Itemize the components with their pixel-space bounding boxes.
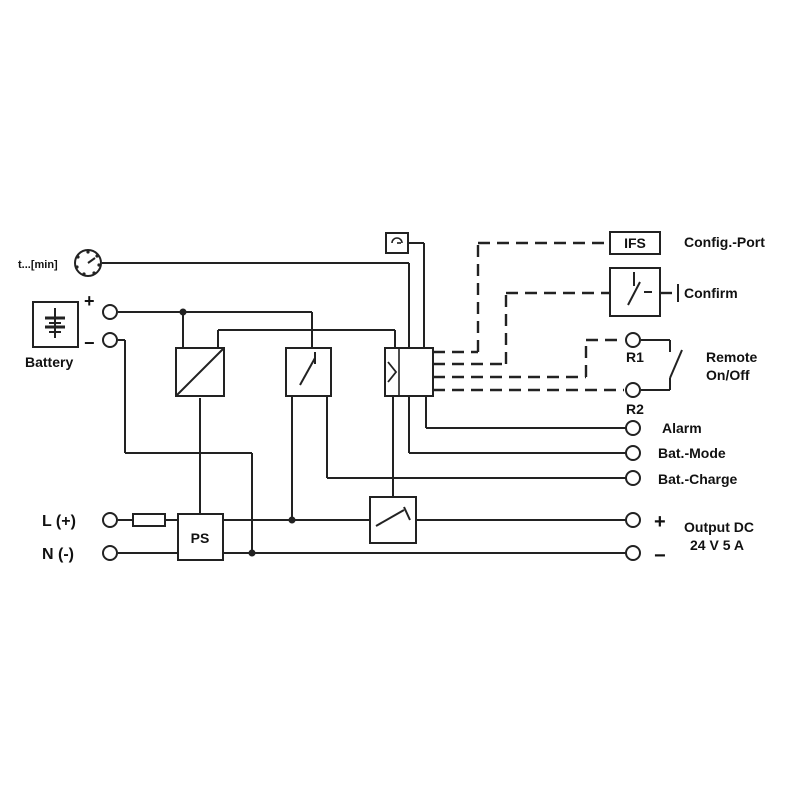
config-port-label: Config.-Port bbox=[684, 234, 765, 250]
n-minus-label: N (-) bbox=[42, 546, 74, 563]
junction-dot bbox=[248, 549, 256, 557]
battery-label: Battery bbox=[25, 354, 73, 370]
bat-charge-label: Bat.-Charge bbox=[658, 471, 738, 487]
remote-label-line2: On/Off bbox=[706, 367, 750, 383]
confirm-label: Confirm bbox=[684, 285, 738, 301]
confirm-switch-icon bbox=[609, 267, 661, 317]
switch-icon bbox=[285, 347, 332, 397]
n-terminal bbox=[102, 545, 118, 561]
output-plus-terminal bbox=[625, 512, 641, 528]
battery-minus-label: − bbox=[84, 333, 95, 353]
remote-label-line1: Remote bbox=[706, 349, 758, 365]
battery-minus-terminal bbox=[102, 332, 118, 348]
ifs-box bbox=[609, 231, 661, 255]
battery-icon bbox=[32, 301, 79, 348]
terminals bbox=[102, 304, 641, 561]
r2-label: R2 bbox=[626, 401, 644, 417]
ps-box bbox=[177, 513, 224, 561]
l-terminal bbox=[102, 512, 118, 528]
junction-dot bbox=[288, 516, 296, 524]
output-label-line2: 24 V 5 A bbox=[690, 537, 744, 553]
alarm-label: Alarm bbox=[662, 420, 702, 436]
output-minus-label: − bbox=[654, 545, 666, 567]
signal-lines bbox=[433, 241, 678, 392]
r1-terminal bbox=[625, 332, 641, 348]
ps-label: PS bbox=[191, 530, 210, 546]
junction-dot bbox=[179, 308, 187, 316]
alarm-terminal bbox=[625, 420, 641, 436]
fuse-icon bbox=[132, 513, 166, 527]
dc-converter-icon bbox=[175, 347, 225, 397]
wiring bbox=[102, 242, 683, 557]
remote-switch-blade bbox=[669, 349, 683, 379]
battery-plus-terminal bbox=[102, 304, 118, 320]
ifs-label: IFS bbox=[624, 235, 646, 251]
output-label-line1: Output DC bbox=[684, 519, 754, 535]
usb-port-icon bbox=[385, 232, 409, 254]
controller-icon bbox=[384, 347, 434, 397]
output-plus-label: + bbox=[654, 511, 666, 533]
output-switch-icon bbox=[369, 496, 417, 544]
r1-label: R1 bbox=[626, 349, 644, 365]
bat-mode-terminal bbox=[625, 445, 641, 461]
output-minus-terminal bbox=[625, 545, 641, 561]
timer-dial-icon bbox=[74, 249, 102, 277]
timer-label: t...[min] bbox=[18, 259, 58, 271]
battery-plus-label: + bbox=[84, 291, 95, 311]
r2-terminal bbox=[625, 382, 641, 398]
bat-mode-label: Bat.-Mode bbox=[658, 445, 726, 461]
bat-charge-terminal bbox=[625, 470, 641, 486]
l-plus-label: L (+) bbox=[42, 513, 76, 530]
